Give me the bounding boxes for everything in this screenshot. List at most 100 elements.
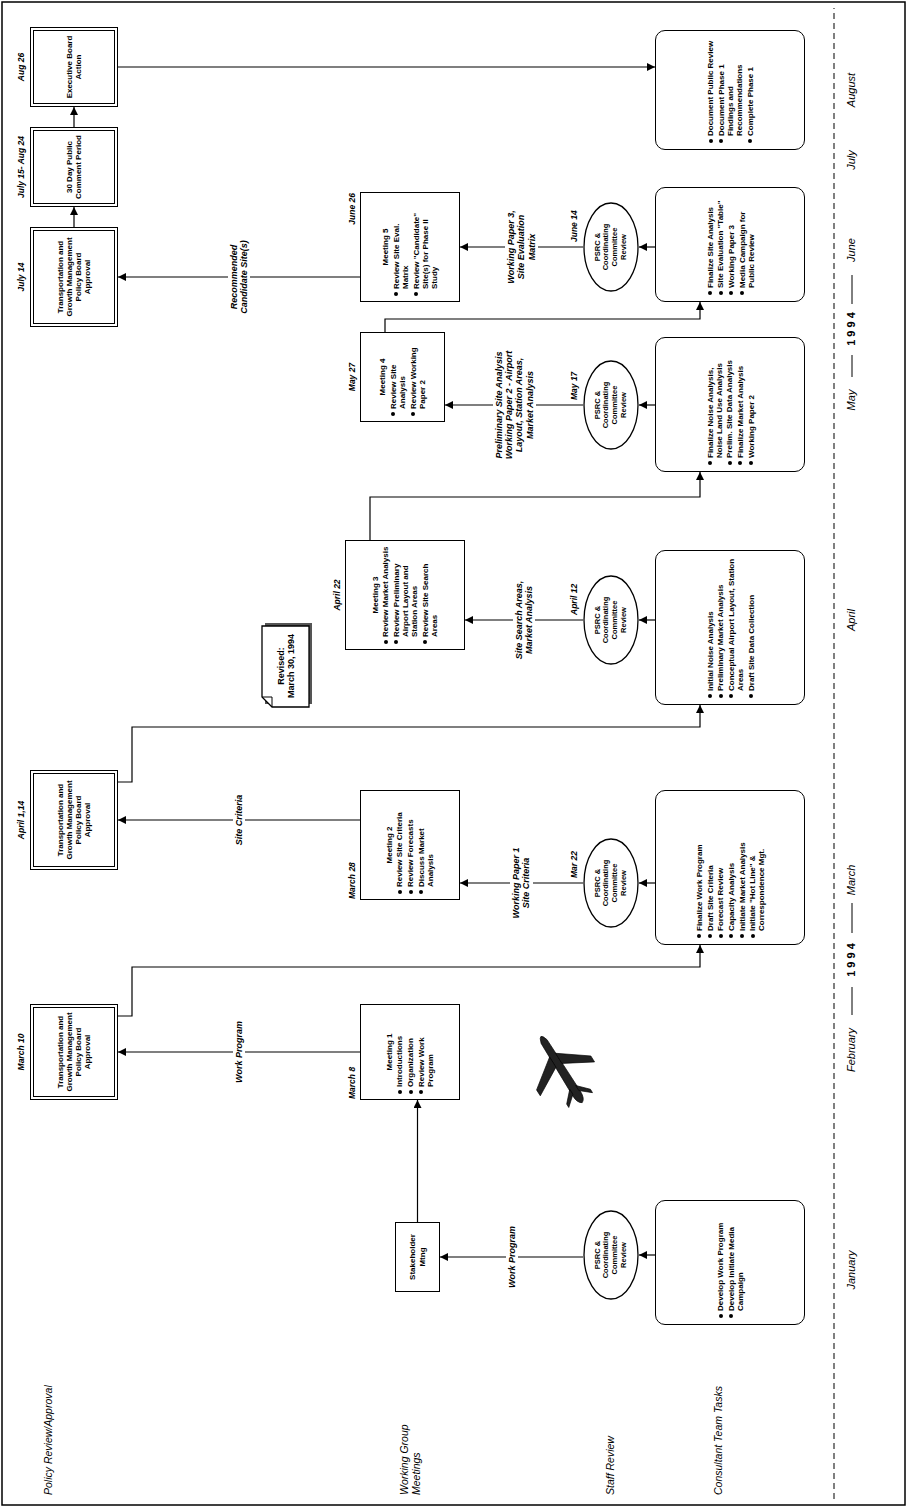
box-text: Initiate "Hot Line" & Correspondence Mgt… — [748, 797, 766, 931]
flow-label: Work Program — [233, 1019, 245, 1085]
bullet-dot — [729, 694, 733, 698]
task-box: Document Public ReviewDocument Phase 1 F… — [655, 30, 805, 150]
box-text: Finalize Work Program — [695, 844, 704, 931]
box-text: Prelim. Site Data Analysis — [725, 360, 734, 458]
box-text: PSRC & Coordinating Committee Review — [593, 597, 628, 644]
box-heading: Meeting 2 — [385, 796, 394, 894]
box-text: Develop Initiate Media Campaign — [727, 1207, 745, 1311]
year-label: 1 9 9 4 — [845, 935, 858, 985]
bullet-item: Initiate Market Analysis — [738, 797, 747, 938]
box-body: Transportation and Growth Management Pol… — [56, 235, 93, 319]
date-label: June 26 — [348, 193, 358, 225]
year-rule — [852, 275, 853, 304]
box-heading: PSRC & Coordinating Committee Review — [594, 588, 629, 652]
review-oval: Mar 22PSRC & Coordinating Committee Revi… — [583, 838, 639, 928]
bullet-item: Review Market Analysis — [381, 546, 390, 644]
box-body: Finalize Work ProgramDraft Site Criteria… — [693, 797, 766, 938]
meeting-box: April 22Meeting 3Review Market AnalysisR… — [345, 540, 465, 650]
connector-arrow — [639, 1254, 655, 1255]
year-rule — [852, 355, 853, 377]
bullet-dot — [398, 1090, 402, 1094]
airplane-wing — [556, 1038, 595, 1077]
box-body: Transportation and Growth Management Pol… — [56, 1012, 93, 1092]
bullet-item: Media Campaign for Public Review — [738, 194, 756, 295]
approval-box: Aug 26Executive Board Action — [30, 27, 118, 107]
bullet-item: Prelim. Site Data Analysis — [725, 344, 734, 465]
bullet-dot — [384, 640, 388, 644]
box-heading: PSRC & Coordinating Committee Review — [594, 1223, 629, 1287]
bullet-item: Finalize Work Program — [695, 797, 704, 938]
box-body: Meeting 1IntroductionsOrganizationReview… — [385, 1010, 435, 1094]
year-rule — [852, 987, 853, 1015]
month-label: April — [845, 580, 858, 660]
connector-arrow — [639, 619, 655, 620]
box-text: Review "Candidate" Site(s) for Phase II … — [412, 198, 440, 289]
box-heading: Revised: March 30, 1994 — [276, 633, 297, 699]
bullet-item: Site Evaluation "Table" — [716, 194, 725, 295]
box-text: Discuss Market Analysis — [417, 796, 435, 887]
box-text: Initial Noise Analysis — [706, 611, 715, 691]
row-label: Consultant Team Tasks — [712, 1385, 724, 1495]
connector-arrow — [417, 1100, 418, 1222]
box-text: Capacity Analysis — [727, 863, 736, 931]
bullet-dot — [729, 291, 733, 295]
box-text: Working Paper 3 — [727, 225, 736, 288]
flow-label: Site Criteria — [233, 790, 245, 850]
task-box: Finalize Noise Analysis, Noise Land Use … — [655, 337, 805, 472]
year-rule — [852, 903, 853, 933]
bullet-item: Develop Initiate Media Campaign — [727, 1207, 745, 1318]
meeting-box: March 28Meeting 2Review Site CriteriaRev… — [360, 790, 460, 900]
bullet-item: Review Forecasts — [406, 796, 415, 894]
bullet-dot — [708, 291, 712, 295]
box-body: Meeting 3Review Market AnalysisReview Pr… — [371, 546, 440, 644]
bullet-dot — [729, 934, 733, 938]
box-text: Review Working Paper 2 — [409, 338, 427, 409]
airplane-illustration — [514, 1020, 610, 1120]
box-heading: 30 Day Public Comment Period — [65, 135, 83, 199]
bullet-dot — [708, 694, 712, 698]
bullet-dot — [414, 292, 418, 296]
bullet-dot — [394, 640, 398, 644]
box-text: Develop Work Program — [716, 1223, 725, 1311]
task-box: Finalize Work ProgramDraft Site Criteria… — [655, 790, 805, 945]
box-text: Review Forecasts — [406, 819, 415, 887]
box-heading: PSRC & Coordinating Committee Review — [594, 851, 629, 915]
bullet-item: Initial Noise Analysis — [706, 557, 715, 698]
box-body: PSRC & Coordinating Committee Review — [594, 215, 629, 279]
connector-arrow — [73, 207, 74, 227]
bullet-dot — [729, 1314, 733, 1318]
bullet-dot — [719, 1314, 723, 1318]
oval-shape — [584, 1211, 638, 1299]
oval-shape — [584, 576, 638, 664]
box-body: Finalize Noise Analysis, Noise Land Use … — [704, 344, 756, 465]
approval-box: April 1,14Transportation and Growth Mana… — [30, 770, 118, 870]
box-text: Media Campaign for Public Review — [738, 194, 756, 288]
date-label: May 27 — [348, 333, 358, 421]
box-text: PSRC & Coordinating Committee Review — [593, 382, 628, 429]
bullet-item: Finalize Site Analysis — [706, 194, 715, 295]
approval-box: July 15- Aug 2430 Day Public Comment Per… — [30, 127, 118, 207]
box-body: PSRC & Coordinating Committee Review — [594, 851, 629, 915]
bullet-dot — [748, 139, 752, 143]
box-body: Develop Work ProgramDevelop Initiate Med… — [715, 1207, 746, 1318]
flow-label: Recommended Candidate Site(s) — [228, 235, 251, 319]
airplane-tail — [576, 1080, 593, 1098]
meeting-box: May 27Meeting 4Review Site AnalysisRevie… — [360, 332, 445, 422]
box-text: Organization — [406, 1038, 415, 1087]
box-text: Meeting 2 — [385, 827, 394, 864]
box-text: Transportation and Growth Management Pol… — [56, 1012, 93, 1091]
bullet-item: Review Preliminary Airport Layout and St… — [392, 546, 420, 644]
flow-label: Site Search Areas, Market Analysis — [513, 575, 536, 665]
month-label: August — [845, 50, 858, 130]
box-text: Document Phase 1 Findings and Recommenda… — [717, 37, 745, 136]
box-text: Forecast Review — [716, 868, 725, 931]
bullet-dot — [749, 694, 753, 698]
box-text: Initiate Market Analysis — [738, 842, 747, 931]
flow-label: Working Paper 3, Site Evaluation Matrix — [505, 205, 538, 289]
flow-label: Preliminary Site Analysis Working Paper … — [493, 345, 536, 465]
box-text: Finalize Site Analysis — [706, 207, 715, 288]
box-text: Transportation and Growth Management Pol… — [56, 237, 93, 316]
box-body: Initial Noise AnalysisPreliminary Market… — [704, 557, 756, 698]
task-box: Finalize Site AnalysisSite Evaluation "T… — [655, 187, 805, 302]
